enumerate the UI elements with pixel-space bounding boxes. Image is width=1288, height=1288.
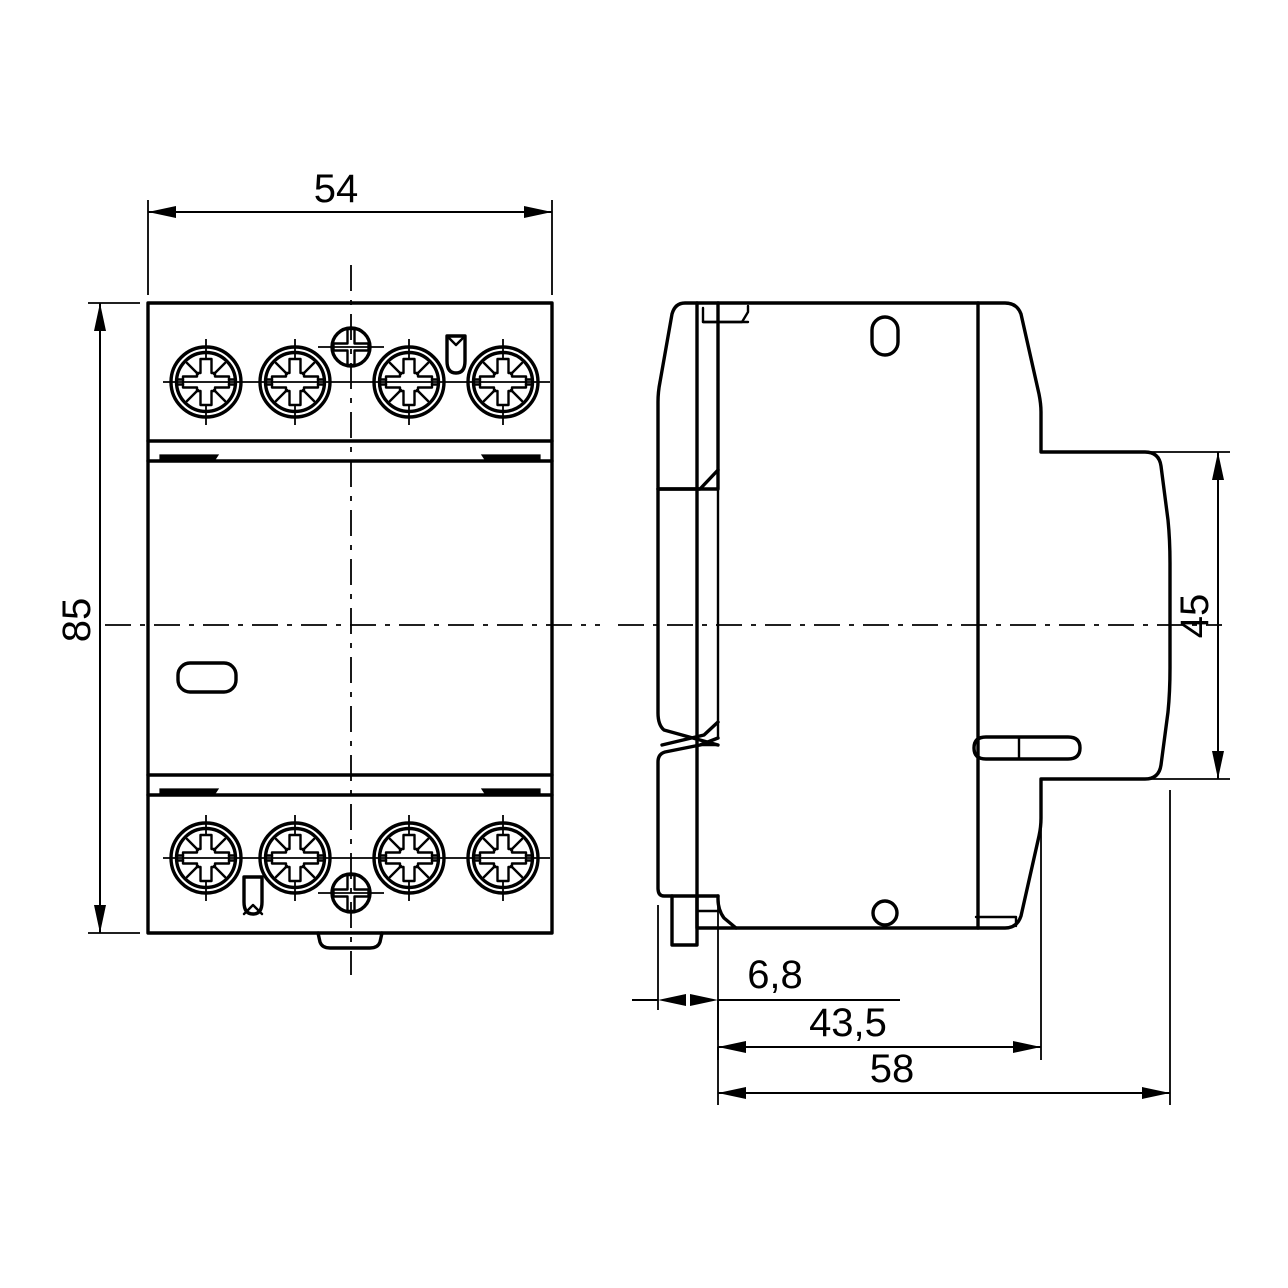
- side-view-bottom-latch-detail: [974, 915, 1018, 928]
- side-view-rail-recess: [656, 487, 720, 747]
- side-view-bottom-foot: [716, 894, 738, 930]
- marker-flag-bottom-notch: [242, 903, 264, 916]
- dimension-front-height-45: 45: [1041, 451, 1230, 780]
- dim-54-label: 54: [314, 167, 359, 211]
- lower-tab-right: [480, 788, 541, 796]
- top-screw-centerlines: [163, 339, 550, 425]
- dim-435-arrow-left: [718, 1041, 746, 1053]
- dim-85-label: 85: [55, 598, 99, 643]
- dim-54-arrow-right: [524, 206, 552, 218]
- bottom-foot-tab: [316, 931, 384, 950]
- dim-435-arrow-right: [1013, 1041, 1041, 1053]
- dim-85-arrow-top: [94, 303, 106, 331]
- bottom-screw-centerlines: [163, 815, 550, 901]
- dim-45-arrow-top: [1212, 452, 1224, 480]
- front-view-body-outline: [146, 301, 554, 935]
- dim-58-arrow-right: [1142, 1087, 1170, 1099]
- dimension-total-depth-58: 58: [717, 790, 1171, 1105]
- dim-45-label: 45: [1173, 594, 1217, 639]
- side-view-indicator-capsule: [972, 735, 1082, 761]
- din-rail-clip-body: [656, 736, 720, 898]
- dimension-body-depth-435: 43,5: [717, 790, 1042, 1060]
- dim-54-arrow-left: [148, 206, 176, 218]
- side-view-top-latch-detail: [701, 304, 750, 324]
- side-view-upper-bevel: [656, 468, 720, 491]
- side-view-top-oval-slot: [870, 315, 900, 357]
- side-view: [618, 301, 1222, 947]
- dim-58-arrow-left: [718, 1087, 746, 1099]
- dim-58-label: 58: [870, 1047, 915, 1091]
- upper-tab-right: [480, 454, 541, 462]
- side-view-outer-profile: [695, 301, 1172, 930]
- lower-tab-left: [159, 788, 220, 796]
- dim-435-label: 43,5: [809, 1001, 887, 1045]
- front-view: [146, 265, 554, 975]
- marker-flag-top: [445, 334, 467, 375]
- dim-68-label: 6,8: [747, 953, 803, 997]
- din-rail-clip-pull-tab: [670, 894, 699, 947]
- dim-68-arrow-right: [690, 994, 718, 1006]
- dim-68-arrow-left: [658, 994, 686, 1006]
- dim-45-arrow-bottom: [1212, 751, 1224, 779]
- din-rail-clip-top-bevel: [660, 720, 720, 747]
- marking-window-slot: [176, 661, 238, 694]
- marker-flag-top-notch: [445, 334, 467, 347]
- upper-tab-left: [159, 454, 220, 462]
- side-view-bottom-hole: [871, 899, 899, 927]
- dimension-width-54: 54: [147, 167, 553, 295]
- dim-85-arrow-bottom: [94, 905, 106, 933]
- dimension-height-85: 85: [55, 302, 140, 934]
- side-view-upper-left-step: [656, 301, 720, 491]
- marker-flag-bottom: [242, 875, 264, 916]
